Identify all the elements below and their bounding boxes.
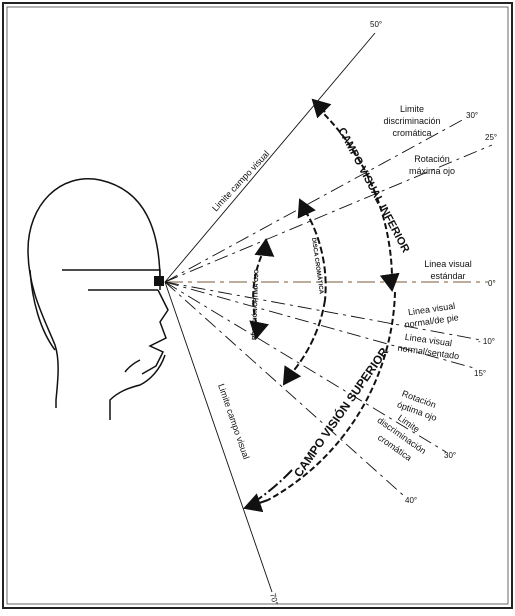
line-50 (164, 32, 376, 283)
page-border (2, 2, 513, 609)
limite-disc-upper-1: Limite (400, 104, 424, 114)
head-profile (27, 178, 169, 420)
inner-arc (249, 238, 275, 340)
angle-10: - 10° (478, 337, 495, 346)
outer-arc (243, 98, 400, 513)
rotacion-maxima-2: máxima ojo (409, 166, 455, 176)
linea-estandar-2: estándar (430, 271, 465, 281)
inner-border (6, 6, 509, 605)
rotacion-optima-ojo: ROTACIÓN ÓPTIMA OJO (250, 269, 260, 340)
linea-estandar-1: Linea visual (424, 259, 472, 269)
rotacion-maxima-1: Rotación (414, 154, 450, 164)
angle-15: 15° (474, 369, 486, 378)
sight-lines (164, 32, 493, 593)
limite-campo-lower: Limite campo visual (216, 382, 251, 460)
line-30-down (164, 281, 447, 453)
eye-visor (154, 276, 164, 286)
angle-50: 50° (370, 20, 382, 29)
angle-70: 70° (268, 592, 280, 606)
angle-0: 0° (488, 279, 496, 288)
angle-30-up: 30° (466, 111, 478, 120)
angle-labels: 50° 30° 25° 0° - 10° 15° 30° 40° 70° (268, 20, 497, 606)
line-40 (164, 281, 404, 496)
line-25 (164, 144, 493, 283)
limite-disc-upper-2: discriminación (383, 116, 440, 126)
limite-campo-upper: Limite campo visual (210, 149, 271, 214)
campo-vision-superior: CAMPO VISIÓN SUPERIOR (290, 344, 391, 480)
campo-visual-inferior: CAMPO VISUAL INFERIOR (335, 126, 411, 255)
line-70 (164, 281, 273, 593)
middle-arc (282, 198, 327, 386)
angle-30-down: 30° (444, 451, 456, 460)
disco-cromatica: DISCA CROMÁTICA (310, 237, 325, 295)
angle-25: 25° (485, 133, 497, 142)
limite-disc-upper-3: cromática (392, 128, 431, 138)
angle-40: 40° (405, 496, 417, 505)
